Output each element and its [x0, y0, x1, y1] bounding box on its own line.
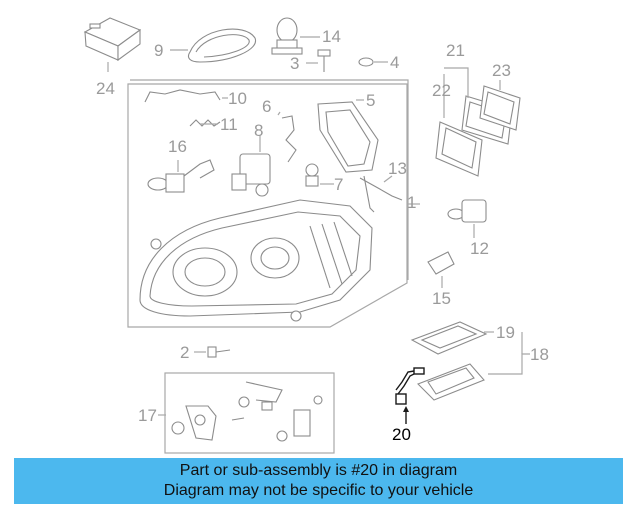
part-11-wire[interactable] — [189, 119, 221, 127]
part-23-cover[interactable] — [479, 85, 521, 131]
part-1-headlamp-assembly[interactable] — [139, 199, 420, 322]
callout-22: 22 — [432, 81, 451, 100]
banner-line-part-info: Part or sub-assembly is #20 in diagram — [179, 462, 458, 479]
part-18-side-lamp[interactable] — [417, 363, 485, 401]
part-19-lens-gasket[interactable] — [410, 321, 488, 355]
part-13-harness[interactable] — [359, 175, 403, 213]
callout-5: 5 — [366, 91, 375, 110]
callout-6: 6 — [262, 97, 271, 116]
part-14-bulb[interactable] — [271, 17, 320, 55]
group-frame-upper — [130, 79, 409, 280]
callout-9: 9 — [154, 41, 163, 60]
callout-17: 17 — [138, 406, 157, 425]
part-9-seal-ring[interactable] — [170, 28, 256, 63]
part-5-cover-frame[interactable] — [317, 99, 379, 173]
group-frame-17 — [164, 372, 335, 454]
part-17-bracket-kit[interactable] — [158, 381, 323, 442]
callout-13: 13 — [388, 159, 407, 178]
info-banner: Part or sub-assembly is #20 in diagram D… — [14, 458, 623, 504]
part-16-bulb-socket[interactable] — [147, 159, 215, 193]
part-6-bracket[interactable] — [277, 111, 297, 163]
part-20-wire-harness[interactable] — [395, 367, 425, 424]
callout-3: 3 — [290, 54, 299, 73]
callout-12: 12 — [470, 239, 489, 258]
callout-16: 16 — [168, 137, 187, 156]
callout-19: 19 — [496, 323, 515, 342]
callout-23: 23 — [492, 61, 511, 80]
callout-18: 18 — [530, 345, 549, 364]
part-4-clip[interactable] — [358, 57, 388, 67]
callout-21: 21 — [446, 41, 465, 60]
callout-4: 4 — [390, 53, 399, 72]
callout-24: 24 — [96, 79, 115, 98]
part-22-gasket[interactable] — [435, 121, 483, 177]
callout-8: 8 — [254, 121, 263, 140]
part-2-screw[interactable] — [194, 346, 231, 358]
leader-18 — [488, 353, 530, 375]
leader-21 — [444, 67, 469, 98]
part-3-screw[interactable] — [306, 49, 331, 72]
part-10-wire[interactable] — [144, 89, 228, 103]
part-15-clip[interactable] — [427, 251, 455, 288]
callout-2: 2 — [180, 343, 189, 362]
part-8-actuator[interactable] — [231, 135, 271, 197]
part-24-control-module[interactable] — [83, 17, 142, 72]
part-12-bulb-socket[interactable] — [447, 199, 487, 238]
group-frame-main — [127, 83, 408, 328]
callout-15: 15 — [432, 289, 451, 308]
callout-14: 14 — [322, 27, 341, 46]
callout-10: 10 — [228, 89, 247, 108]
callout-11: 11 — [220, 115, 238, 134]
part-7-bolt[interactable] — [305, 163, 334, 187]
callout-7: 7 — [334, 175, 343, 194]
callout-1: 1 — [407, 193, 416, 212]
banner-line-disclaimer: Diagram may not be specific to your vehi… — [163, 482, 474, 499]
callout-20[interactable]: 20 — [392, 425, 411, 444]
